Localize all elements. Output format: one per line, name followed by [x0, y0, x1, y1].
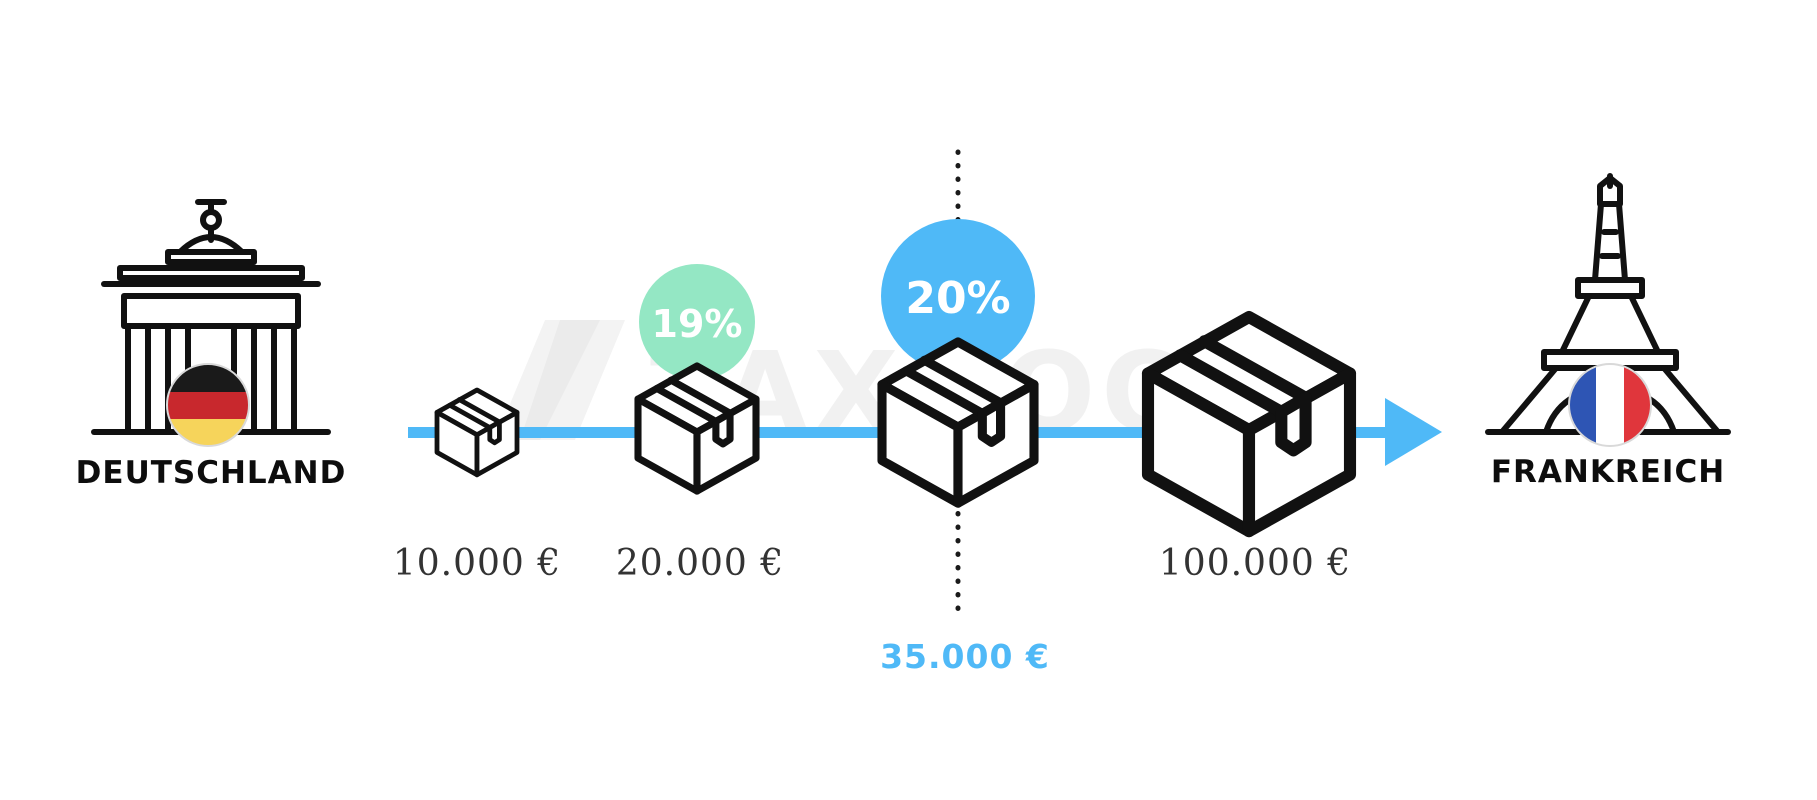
- amount-label: 100.000 €: [1159, 543, 1351, 584]
- amount-label: 20.000 €: [616, 543, 784, 584]
- destination-country-label: FRANKREICH: [1491, 454, 1725, 490]
- origin-country-label: DEUTSCHLAND: [76, 455, 347, 491]
- rate-label: 20%: [905, 273, 1010, 324]
- france-flag-icon: [1568, 363, 1652, 447]
- package-box-icon: [437, 390, 517, 475]
- rate-bubble-19: 19%: [639, 264, 755, 380]
- germany-flag-icon: [166, 363, 250, 447]
- rate-bubble-20: 20%: [881, 219, 1035, 373]
- threshold-label: 35.000 €: [880, 637, 1050, 676]
- rate-label: 19%: [652, 302, 743, 346]
- amount-label: 10.000 €: [393, 543, 561, 584]
